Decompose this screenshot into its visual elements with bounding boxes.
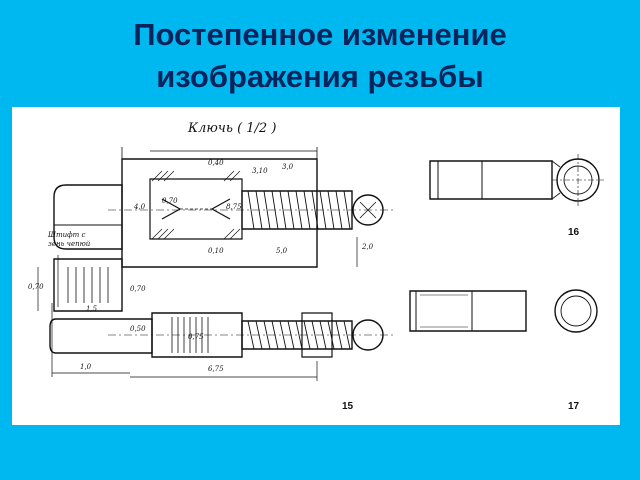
side-note: Штифт с зень чепюй: [48, 231, 90, 249]
drawing-caption: Ключь ( 1/2 ): [188, 121, 277, 136]
rod-16-body: [429, 160, 553, 200]
dimension-lines: [37, 150, 358, 381]
dimension-label: 4,0: [134, 203, 146, 211]
figure-number-16: 16: [568, 227, 580, 238]
clamp-left-jaw: [53, 184, 123, 250]
dimension-label: 5,0: [276, 247, 288, 255]
dimension-label: 2,0: [362, 243, 374, 251]
slide-title: Постепенное изменение изображения резьбы: [0, 14, 640, 98]
dimension-label: 0,75: [188, 333, 204, 341]
title-line-2: изображения резьбы: [156, 59, 484, 94]
dimension-label: 3,0: [282, 163, 294, 171]
dimension-label: 0,70: [28, 283, 44, 291]
dimension-label: 0,40: [208, 159, 224, 167]
dimension-label: 0,50: [130, 325, 146, 333]
lower-nut: [151, 312, 243, 358]
rod-17-body: [409, 290, 527, 332]
technical-drawing: [37, 147, 604, 381]
drawing-panel: Ключь ( 1/2 ) Штифт с зень чепюй 0,40 3,…: [12, 107, 620, 425]
title-line-1: Постепенное изменение: [133, 17, 507, 52]
side-note-line-2: зень чепюй: [48, 240, 91, 248]
rod-17-end-view: [554, 289, 598, 333]
dimension-label: 0,10: [208, 247, 224, 255]
middle-block: [53, 258, 123, 312]
figure-number-17: 17: [568, 401, 580, 412]
dimension-label: 1,5: [86, 305, 98, 313]
section-hatching: [151, 170, 241, 240]
dimension-label: 8,75: [226, 203, 242, 211]
dimension-label: 1,0: [80, 363, 92, 371]
lower-screw-body: [241, 320, 353, 350]
upper-screw-body: [241, 190, 353, 230]
dimension-label: 0,70: [130, 285, 146, 293]
dimension-label: 6,75: [208, 365, 224, 373]
dimension-label: 3,10: [252, 167, 268, 175]
figure-number-15: 15: [342, 401, 354, 412]
dimension-label: 0,70: [162, 197, 178, 205]
side-note-line-1: Штифт с: [48, 231, 86, 239]
